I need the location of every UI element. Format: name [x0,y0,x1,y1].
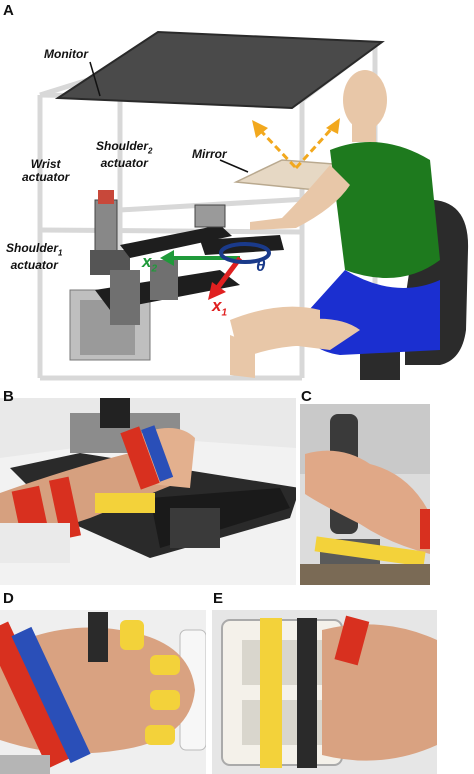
x1-axis-label: x1 [212,296,227,318]
panel-a: A Monitor Mirror Wrist actuator Shoulder… [0,0,474,385]
monitor-plate [54,30,385,110]
shoulder1-actuator-label: Shoulder1 actuator [6,242,62,272]
x1-subscript: 1 [221,307,228,319]
wrist-actuator-label: Wrist actuator [22,158,69,184]
panel-e-photo [212,610,437,774]
shoulder1-actuator-text: actuator [10,258,58,273]
x2-axis-label: x2 [142,252,157,274]
shoulder1-text: Shoulder [6,241,59,255]
shoulder2-actuator-text: actuator [100,156,148,171]
x2-text: x [142,252,152,271]
shoulder2-text: Shoulder [96,139,149,153]
monitor-label: Monitor [44,48,88,61]
panel-letter-a: A [3,2,14,19]
monitor-label-text: Monitor [44,47,88,61]
coordinate-axes [160,242,271,300]
shoulder2-actuator-label: Shoulder2 actuator [96,140,152,170]
finger-straps [120,620,180,745]
hand-grip [305,450,430,554]
panel-c-photo [300,404,430,585]
wrist-label-text: Wrist [30,157,61,171]
panel-b-photo [0,398,296,585]
shoulder2-subscript: 2 [148,146,153,156]
mirror-label-text: Mirror [192,147,227,161]
x2-subscript: 2 [151,263,158,275]
panel-letter-c: C [301,388,312,405]
theta-axis-label: θ [256,256,266,275]
panel-d-photo [0,610,206,774]
panel-letter-d: D [3,590,14,607]
panel-letter-e: E [213,590,224,607]
visual-path-arrows [258,124,336,170]
robot-setup-render [0,0,474,385]
mannequin-user [230,70,440,378]
wrist-actuator-text: actuator [22,170,70,184]
robot-mechanism [69,190,284,361]
x1-text: x [212,296,222,315]
panel-letter-b: B [3,388,14,405]
shoulder1-subscript: 1 [58,248,63,258]
mirror-label: Mirror [192,148,227,161]
